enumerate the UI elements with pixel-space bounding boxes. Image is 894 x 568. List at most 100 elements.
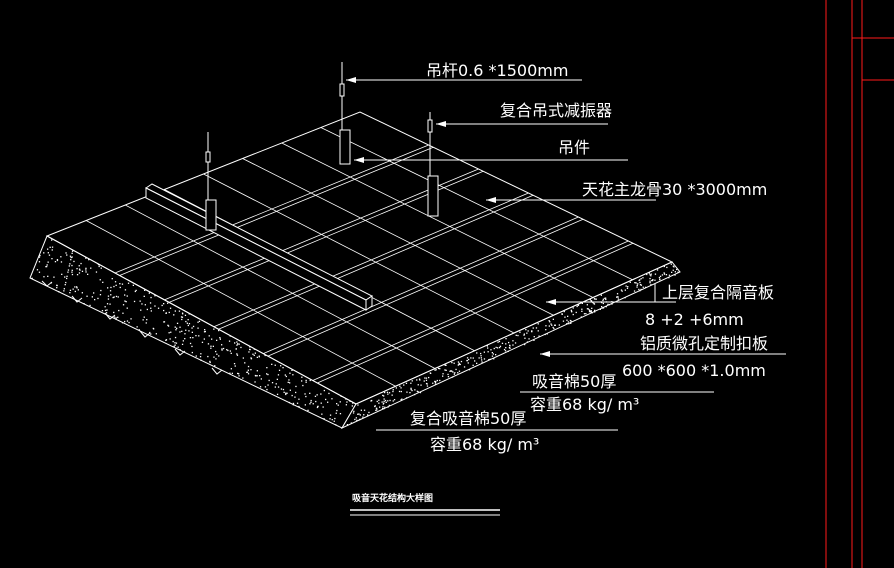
speckle-dot <box>204 330 206 333</box>
speckle-dot <box>491 355 494 357</box>
speckle-dot <box>250 358 253 360</box>
speckle-dot <box>416 390 418 392</box>
speckle-dot <box>185 329 187 331</box>
speckle-dot <box>451 376 454 378</box>
speckle-dot <box>174 310 176 312</box>
speckle-dot <box>64 276 66 278</box>
speckle-dot <box>130 318 132 320</box>
speckle-dot <box>487 347 489 349</box>
speckle-dot <box>593 303 596 305</box>
speckle-dot <box>277 386 280 388</box>
speckle-dot <box>115 295 118 298</box>
speckle-dot <box>259 375 261 377</box>
speckle-dot <box>163 321 166 323</box>
speckle-dot <box>605 297 607 299</box>
speckle-dot <box>602 307 604 309</box>
speckle-dot <box>143 316 145 318</box>
ceiling-panel-surface <box>45 111 674 405</box>
speckle-dot <box>288 401 291 404</box>
speckle-dot <box>416 379 418 381</box>
speckle-dot <box>405 382 408 384</box>
speckle-dot <box>600 294 602 296</box>
speckle-dot <box>553 327 555 330</box>
speckle-dot <box>442 373 444 375</box>
speckle-dot <box>254 381 256 383</box>
speckle-dot <box>409 392 411 394</box>
speckle-dot <box>608 304 611 306</box>
speckle-dot <box>60 256 62 258</box>
speckle-dot <box>71 250 74 252</box>
speckle-dot <box>354 418 356 421</box>
speckle-dot <box>656 269 659 271</box>
speckle-dot <box>334 417 336 420</box>
speckle-dot <box>363 414 365 416</box>
title-block-frame <box>825 0 894 568</box>
speckle-dot <box>640 284 642 286</box>
speckle-dot <box>411 380 413 382</box>
speckle-dot <box>333 420 335 422</box>
speckle-dot <box>179 349 181 351</box>
speckle-dot <box>474 360 476 362</box>
speckle-dot <box>434 383 437 385</box>
speckle-dot <box>180 316 183 318</box>
grid-line <box>320 127 633 281</box>
speckle-dot <box>76 274 79 276</box>
label-composite-wool: 复合吸音棉50厚 <box>410 409 526 428</box>
speckle-dot <box>258 355 260 357</box>
speckle-dot <box>391 394 393 396</box>
speckle-dot <box>451 370 453 372</box>
label-al-panel: 铝质微孔定制扣板 <box>640 334 768 353</box>
speckle-dot <box>247 365 250 368</box>
speckle-dot <box>444 369 446 371</box>
speckle-dot <box>292 404 294 406</box>
speckle-dot <box>453 362 455 364</box>
speckle-dot <box>663 273 666 275</box>
speckle-dot <box>85 257 87 259</box>
speckle-dot <box>640 278 642 280</box>
speckle-dot <box>400 387 402 389</box>
speckle-dot <box>468 358 470 361</box>
speckle-dot <box>174 344 176 346</box>
speckle-dot <box>111 278 113 280</box>
speckle-dot <box>550 323 552 325</box>
panel-grid <box>85 127 633 387</box>
speckle-dot <box>107 287 109 289</box>
speckle-dot <box>187 319 189 321</box>
speckle-dot <box>101 310 104 312</box>
speckle-dot <box>46 264 48 266</box>
label-upper-board: 上层复合隔音板 <box>662 283 774 302</box>
speckle-dot <box>155 333 157 335</box>
speckle-dot <box>435 369 437 371</box>
speckle-dot <box>85 267 87 269</box>
label-hanger-rod: 吊杆0.6 *1500mm <box>426 61 568 80</box>
speckle-dot <box>132 284 134 286</box>
speckle-dot <box>434 369 436 371</box>
speckle-dot <box>219 337 221 339</box>
label-damper: 复合吊式减振器 <box>500 101 612 120</box>
speckle-dot <box>68 265 70 267</box>
speckle-dot <box>67 271 69 273</box>
speckle-dot <box>320 402 322 404</box>
speckle-dot <box>435 380 437 383</box>
speckle-dot <box>576 305 578 308</box>
speckle-dot <box>69 255 72 257</box>
speckle-dot <box>288 379 290 381</box>
speckle-dot <box>110 286 112 289</box>
speckle-dot <box>616 296 619 298</box>
speckle-dot <box>419 391 422 394</box>
speckle-dot <box>635 282 637 284</box>
speckle-dot <box>383 408 385 410</box>
speckle-dot <box>594 311 596 313</box>
speckle-dot <box>554 324 556 326</box>
speckle-dot <box>414 393 416 396</box>
speckle-dot <box>497 341 499 343</box>
speckle-dot <box>601 306 603 308</box>
speckle-dot <box>289 382 291 384</box>
speckle-dot <box>254 352 256 354</box>
speckle-dot <box>624 297 626 299</box>
speckle-dot <box>268 379 270 382</box>
speckle-dot <box>594 309 596 311</box>
speckle-dot <box>567 321 569 323</box>
speckle-dot <box>505 343 507 345</box>
hanger-rods <box>205 62 439 231</box>
